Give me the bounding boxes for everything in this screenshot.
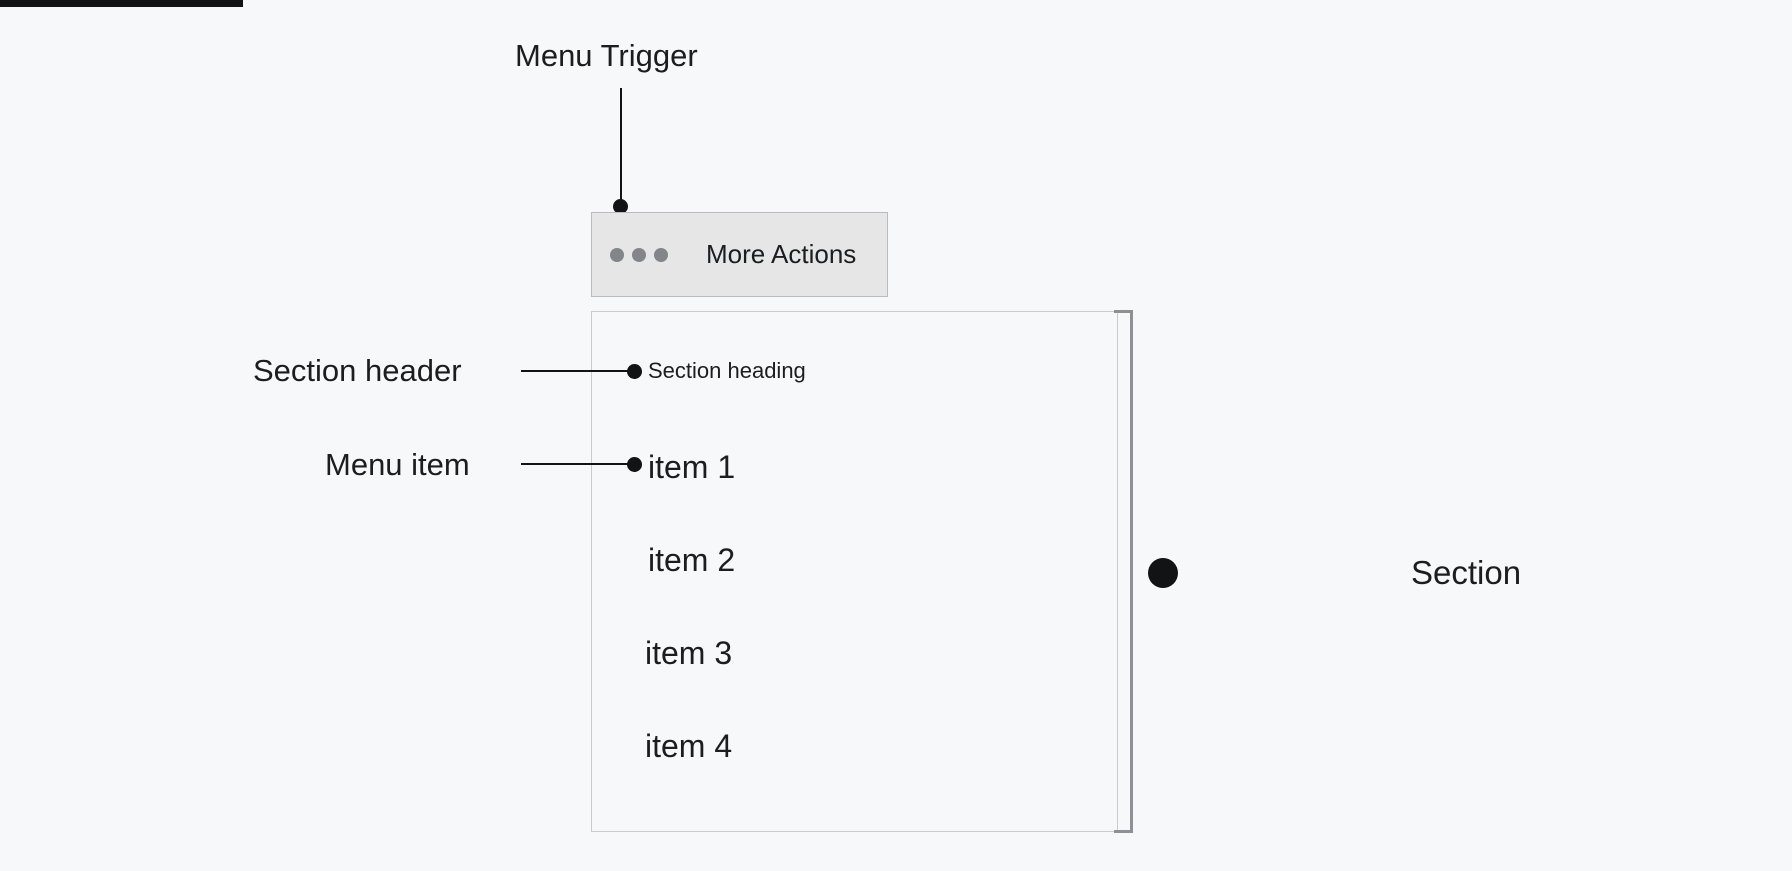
annotation-dot-menu-trigger xyxy=(613,199,628,214)
annotation-label-menu-trigger: Menu Trigger xyxy=(515,38,698,73)
annotation-label-section: Section xyxy=(1411,554,1522,591)
menu-section-heading: Section heading xyxy=(648,358,806,383)
ellipsis-dot-3 xyxy=(654,247,668,262)
annotation-dot-section-header xyxy=(627,364,642,379)
menu-item[interactable]: item 1 xyxy=(648,449,736,485)
annotation-label-menu-item: Menu item xyxy=(325,447,470,482)
more-actions-button[interactable]: More Actions xyxy=(591,212,888,297)
menu-item[interactable]: item 2 xyxy=(648,542,736,578)
menu-item[interactable]: item 3 xyxy=(645,635,733,671)
ellipsis-icon xyxy=(610,247,668,262)
menu-item[interactable]: item 4 xyxy=(645,728,733,764)
ellipsis-dot-2 xyxy=(632,247,646,262)
annotation-connector-section-header xyxy=(521,370,633,372)
menu-panel: Section heading item 1 item 2 item 3 ite… xyxy=(591,311,1118,832)
annotation-dot-menu-item xyxy=(627,457,642,472)
annotation-connector-menu-trigger xyxy=(620,88,622,206)
annotation-dot-section xyxy=(1148,558,1178,588)
annotation-connector-section xyxy=(0,0,243,7)
more-actions-button-label: More Actions xyxy=(706,239,857,269)
annotation-label-section-header: Section header xyxy=(253,353,462,388)
annotation-connector-menu-item xyxy=(521,463,633,465)
ellipsis-dot-1 xyxy=(610,247,624,262)
